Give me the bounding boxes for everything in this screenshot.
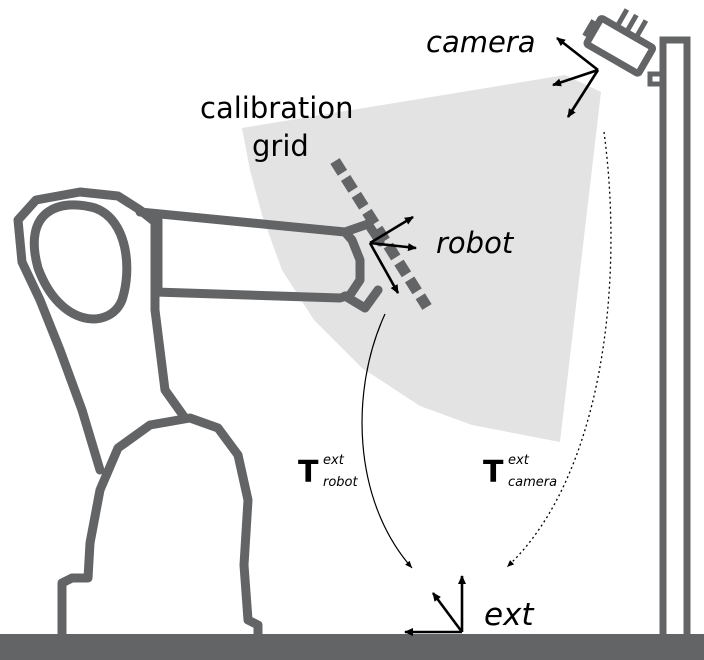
ext-frame-axes bbox=[404, 575, 466, 636]
camera-to-ext-transform-arrow bbox=[506, 131, 612, 568]
camera-field-of-view bbox=[242, 75, 601, 442]
camera-transform-formula: T ext camera bbox=[483, 454, 557, 490]
floor bbox=[0, 634, 704, 660]
transform-symbol: T bbox=[483, 455, 504, 490]
camera-frame-axes bbox=[552, 36, 600, 118]
transform-subscript: robot bbox=[323, 475, 358, 490]
robot-label: robot bbox=[436, 226, 514, 260]
transform-superscript: ext bbox=[508, 453, 529, 468]
robot-arm bbox=[13, 187, 385, 639]
calibration-label: calibration bbox=[200, 91, 354, 125]
robot-to-ext-transform-arrow bbox=[361, 313, 413, 569]
camera-icon bbox=[582, 8, 657, 77]
transform-subscript: camera bbox=[508, 475, 558, 490]
transform-symbol: T bbox=[298, 455, 319, 490]
robot-frame-axes bbox=[368, 215, 417, 294]
robot-transform-formula: T ext robot bbox=[298, 454, 358, 490]
camera-pole bbox=[659, 36, 691, 644]
camera-label: camera bbox=[426, 25, 536, 59]
transform-superscript: ext bbox=[323, 453, 344, 468]
ext-label: ext bbox=[484, 597, 534, 633]
grid-label: grid bbox=[252, 129, 309, 163]
calibration-grid-plate bbox=[330, 158, 432, 310]
